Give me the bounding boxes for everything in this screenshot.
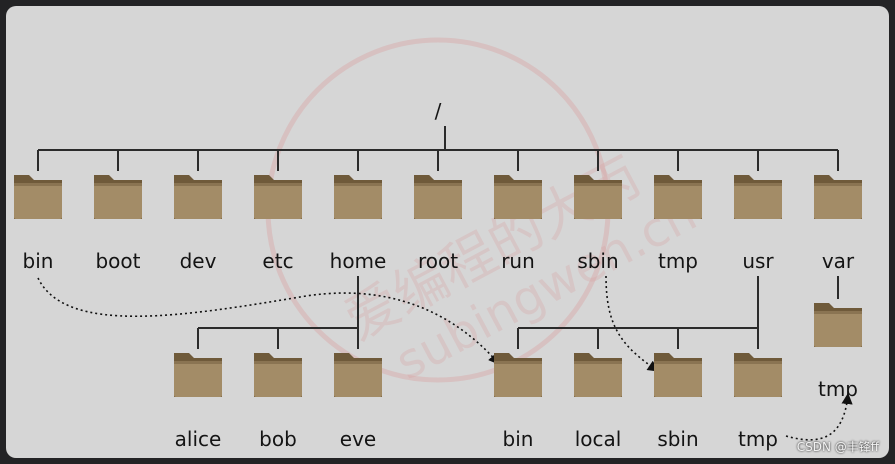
folder-icon-usr[interactable]: [734, 175, 782, 219]
folder-icon-var-tmp[interactable]: [814, 303, 862, 347]
folder-icon-alice[interactable]: [174, 353, 222, 397]
folder-icon-dev[interactable]: [174, 175, 222, 219]
label-alice: alice: [175, 427, 222, 451]
label-boot: boot: [95, 249, 140, 273]
label-eve: eve: [340, 427, 376, 451]
symlink-arrow-sbin-to-usr-sbin: [605, 275, 659, 372]
symlink-arrow-usr-tmp-to-var-tmp: [785, 392, 853, 441]
diagram-panel: 爱编程的大丙 subingwen.cn / bin boot dev etc home ro…: [6, 6, 889, 458]
label-var: var: [822, 249, 855, 273]
label-dev: dev: [180, 249, 217, 273]
folder-icon-usr-local[interactable]: [574, 353, 622, 397]
folder-icon-bin[interactable]: [14, 175, 62, 219]
tree-connectors: [37, 126, 839, 349]
label-usr-local: local: [575, 427, 622, 451]
symlink-arrow-bin-to-usr-bin: [37, 277, 500, 365]
folder-icon-bob[interactable]: [254, 353, 302, 397]
label-root: root: [418, 249, 458, 273]
label-bob: bob: [259, 427, 297, 451]
root-label: /: [435, 99, 442, 123]
folder-icon-boot[interactable]: [94, 175, 142, 219]
folder-icon-run[interactable]: [494, 175, 542, 219]
tree-nodes: / bin boot dev etc home root run sbin tmp usr var al…: [14, 99, 862, 451]
folder-icon-eve[interactable]: [334, 353, 382, 397]
folder-icon-etc[interactable]: [254, 175, 302, 219]
label-usr-bin: bin: [503, 427, 534, 451]
label-sbin: sbin: [577, 249, 618, 273]
folder-icon-root[interactable]: [414, 175, 462, 219]
folder-icon-usr-bin[interactable]: [494, 353, 542, 397]
directory-tree: / bin boot dev etc home root run sbin tmp usr var al…: [14, 99, 862, 451]
label-usr-tmp: tmp: [738, 427, 778, 451]
folder-icon-usr-sbin[interactable]: [654, 353, 702, 397]
folder-icon-tmp[interactable]: [654, 175, 702, 219]
label-var-tmp: tmp: [818, 377, 858, 401]
folder-icon-sbin[interactable]: [574, 175, 622, 219]
label-etc: etc: [262, 249, 293, 273]
label-tmp: tmp: [658, 249, 698, 273]
credit-text: CSDN @丰锋ff: [796, 440, 879, 454]
symlink-arrows: [37, 275, 853, 441]
label-usr-sbin: sbin: [657, 427, 698, 451]
watermark-logo: 爱编程的大丙 subingwen.cn: [265, 37, 706, 391]
folder-icon-var[interactable]: [814, 175, 862, 219]
folder-icon-home[interactable]: [334, 175, 382, 219]
label-bin: bin: [23, 249, 54, 273]
folder-icon-usr-tmp[interactable]: [734, 353, 782, 397]
label-run: run: [501, 249, 535, 273]
label-usr: usr: [742, 249, 774, 273]
label-home: home: [330, 249, 387, 273]
